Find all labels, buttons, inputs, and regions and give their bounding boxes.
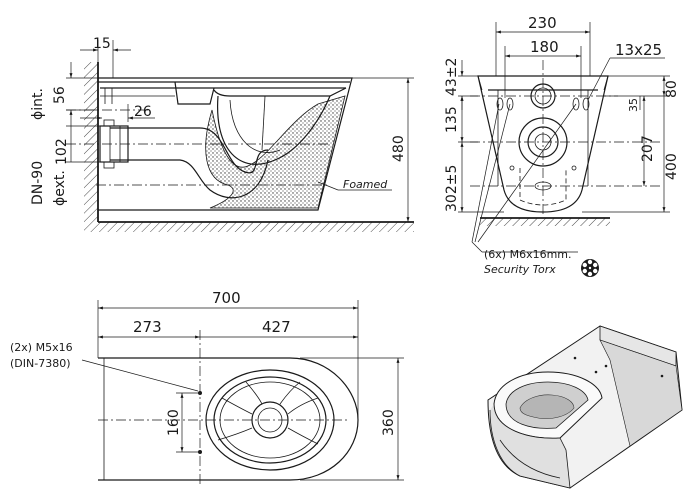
label-int: ϕint. <box>30 88 46 120</box>
dim-135-label: 135 <box>444 106 460 133</box>
front-floor-hatch <box>480 218 610 226</box>
dim-56-label: 56 <box>52 86 68 104</box>
trap-outlet-top <box>110 127 269 174</box>
mounting-slots <box>496 97 590 111</box>
note-screws: (2x) M5x16 <box>10 341 73 354</box>
dim-207-label: 207 <box>640 135 656 162</box>
dim-13x25-label: 13x25 <box>615 41 662 59</box>
label-foamed: Foamed <box>343 178 388 191</box>
top-view: 700 273 427 160 360 (2x) M5x16 (DIN-7380… <box>10 289 404 486</box>
dim-230-label: 230 <box>528 14 557 32</box>
front-view: 230 180 13x25 43±2 135 302±5 80 35 207 <box>444 14 680 277</box>
bowl-body-outline <box>98 77 353 211</box>
dim-180-label: 180 <box>530 38 559 56</box>
security-torx-icon <box>581 259 599 277</box>
dim-302-label: 302±5 <box>444 165 460 212</box>
dim-26-label: 26 <box>134 104 152 120</box>
dim-700-label: 700 <box>212 289 241 307</box>
side-view: 15 56 26 102 ϕint. DN-90 ϕext. 480 Foame… <box>30 36 414 232</box>
dim-102-label: 102 <box>54 138 70 165</box>
floor-hatch <box>84 222 414 232</box>
dim-427-label: 427 <box>262 318 291 336</box>
isometric-view <box>487 325 683 489</box>
label-dn: DN-90 <box>30 161 46 205</box>
dim-273-label: 273 <box>133 318 162 336</box>
dim-35-label: 35 <box>627 98 640 112</box>
dim-360-label: 360 <box>381 409 397 436</box>
note-bolts: (6x) M6x16mm. <box>484 248 572 261</box>
note-torx: Security Torx <box>484 263 556 276</box>
label-ext: ϕext. <box>52 170 68 206</box>
dim-80-label: 80 <box>664 80 680 98</box>
dim-43-label: 43±2 <box>444 58 460 96</box>
inner-bowl <box>217 95 331 165</box>
wall-hatch <box>84 62 98 222</box>
dim-160-label: 160 <box>166 409 182 436</box>
top-outline <box>98 357 359 481</box>
dim-15-label: 15 <box>93 36 111 52</box>
dim-480-label: 480 <box>391 135 407 162</box>
note-din: (DIN-7380) <box>10 357 71 370</box>
dim-400-label: 400 <box>664 153 680 180</box>
